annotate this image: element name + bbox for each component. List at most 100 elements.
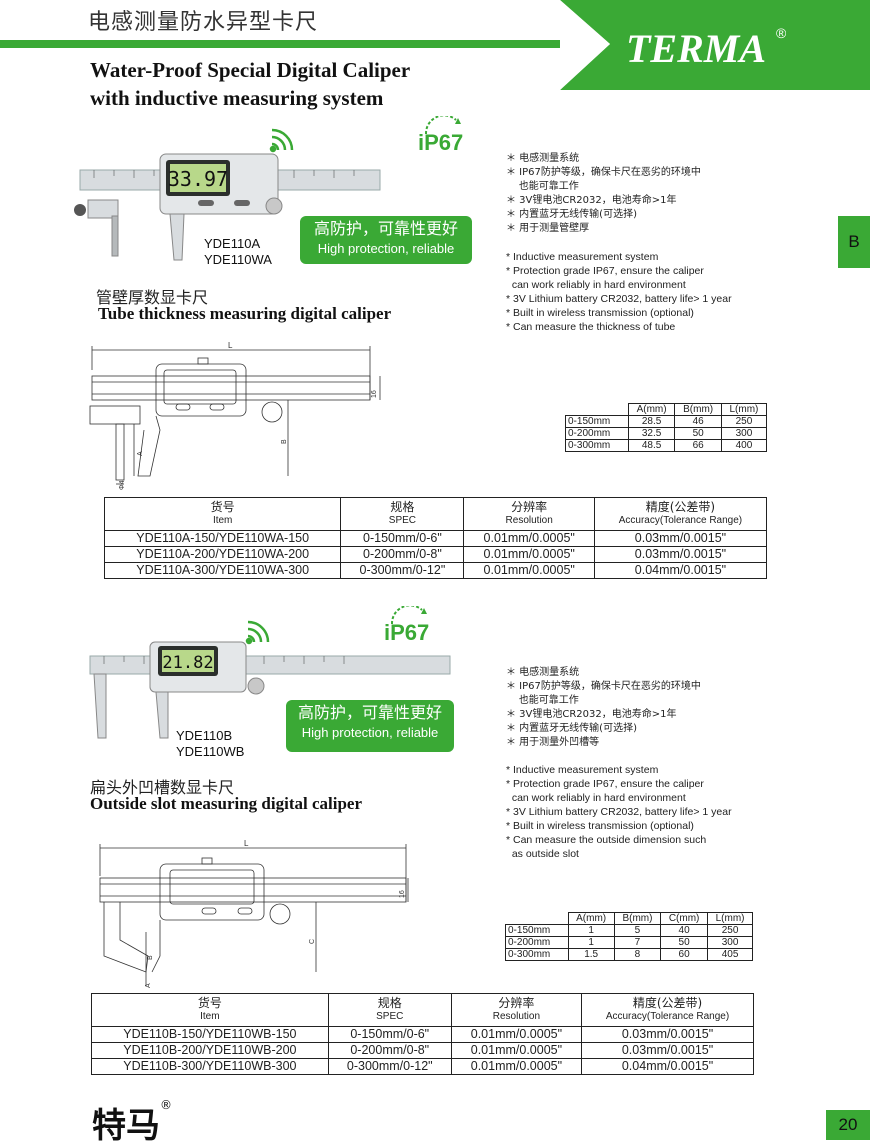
table-row: 0-200mm 32.5 50 300 xyxy=(565,427,768,440)
dim-label-a: A xyxy=(137,451,144,456)
dim-cell: 66 xyxy=(674,439,722,452)
spec-cell: 0.01mm/0.0005" xyxy=(450,1058,583,1075)
dim-header-cell: L(mm) xyxy=(707,912,753,925)
spec-cell: 0-200mm/0-8" xyxy=(340,546,465,563)
dim-cell: 0-150mm xyxy=(505,924,569,937)
model-name: YDE110B xyxy=(176,728,233,743)
footer-brand-text: 特马 xyxy=(92,1106,160,1146)
dim-label-l: L xyxy=(244,839,249,848)
footer-registered-mark: ® xyxy=(160,1098,172,1112)
spec-cell: 0.03mm/0.0015" xyxy=(581,1026,754,1043)
section-title-en: Tube thickness measuring digital caliper xyxy=(98,304,392,323)
spec-cell: YDE110B-200/YDE110WB-200 xyxy=(91,1042,329,1059)
dim-cell: 0-300mm xyxy=(565,439,629,452)
dim-header-cell: L(mm) xyxy=(720,403,768,416)
page-title-en-line1: Water-Proof Special Digital Caliper xyxy=(90,58,411,82)
dim-cell: 0-200mm xyxy=(505,936,569,949)
dim-cell: 0-300mm xyxy=(505,948,569,961)
spec-cell: 0-200mm/0-8" xyxy=(327,1042,452,1059)
table-row: YDE110B-200/YDE110WB-200 0-200mm/0-8" 0.… xyxy=(91,1042,754,1059)
dim-cell: 1 xyxy=(567,936,615,949)
spec-cell: 0.01mm/0.0005" xyxy=(463,546,595,563)
features-cn: ＊ 电感测量系统 ＊ IP67防护等级，确保卡尺在恶劣的环境中 也能可靠工作 ＊… xyxy=(506,153,701,234)
dim-cell: 0-150mm xyxy=(565,415,629,428)
terma-logo: TERMA ® xyxy=(626,24,787,72)
dim-header-cell: B(mm) xyxy=(613,912,662,925)
dim-cell: 300 xyxy=(720,427,768,440)
ip67-badge: iP67 xyxy=(418,130,464,155)
table-row: YDE110A-200/YDE110WA-200 0-200mm/0-8" 0.… xyxy=(103,546,768,563)
spec-cell: 0.01mm/0.0005" xyxy=(463,562,595,579)
spec-cell: YDE110A-200/YDE110WA-200 xyxy=(103,546,342,563)
badge-cn: 高防护，可靠性更好 xyxy=(313,219,458,238)
spec-cell: YDE110B-150/YDE110WB-150 xyxy=(91,1026,329,1043)
spec-cell: 0.04mm/0.0015" xyxy=(593,562,768,579)
badge-en: High protection, reliable xyxy=(317,241,455,256)
spec-cell: 0.01mm/0.0005" xyxy=(463,530,595,547)
dim-label-16: 16 xyxy=(399,890,406,898)
protection-badge: 高防护，可靠性更好 High protection, reliable xyxy=(300,216,472,264)
section-title-cn: 扁头外凹槽数显卡尺 xyxy=(90,778,235,797)
page-title-cn: 电感测量防水异型卡尺 xyxy=(88,10,319,35)
footer-brand: 特马® xyxy=(92,1098,172,1147)
dim-cell: 32.5 xyxy=(627,427,676,440)
spec-header-accuracy: 精度(公差带)Accuracy(Tolerance Range) xyxy=(581,993,754,1027)
spec-cell: YDE110A-150/YDE110WA-150 xyxy=(103,530,342,547)
spec-cell: 0-150mm/0-6" xyxy=(340,530,465,547)
dim-cell: 46 xyxy=(674,415,722,428)
page-number: 20 xyxy=(826,1110,870,1140)
dim-cell: 48.5 xyxy=(627,439,676,452)
table-row: YDE110B-300/YDE110WB-300 0-300mm/0-12" 0… xyxy=(91,1058,754,1075)
spec-cell: 0.01mm/0.0005" xyxy=(450,1042,583,1059)
section-title-en: Outside slot measuring digital caliper xyxy=(90,794,362,813)
lcd-readout: 21.82 xyxy=(162,653,213,673)
dimension-table-2: A(mm) B(mm) C(mm) L(mm) 0-150mm 1 5 40 2… xyxy=(505,912,753,961)
dim-cell: 250 xyxy=(707,924,753,937)
spec-cell: 0.04mm/0.0015" xyxy=(581,1058,754,1075)
dim-header-cell xyxy=(566,404,629,416)
spec-cell: 0-300mm/0-12" xyxy=(340,562,465,579)
dim-header-cell: A(mm) xyxy=(567,912,615,925)
dimension-table-1: A(mm) B(mm) L(mm) 0-150mm 28.5 46 250 0-… xyxy=(565,403,768,452)
protection-badge: 高防护，可靠性更好 High protection, reliable xyxy=(286,700,454,752)
table-row: 0-150mm 1 5 40 250 xyxy=(505,924,753,937)
dim-cell: 400 xyxy=(720,439,768,452)
dim-cell: 250 xyxy=(720,415,768,428)
dim-cell: 5 xyxy=(613,924,662,937)
dim-cell: 40 xyxy=(660,924,709,937)
dim-cell: 60 xyxy=(660,948,709,961)
dim-label-l: L xyxy=(228,341,233,350)
ip67-drop-icon xyxy=(424,116,461,135)
dim-cell: 50 xyxy=(674,427,722,440)
tube-caliper-drawing: L 16 B A Φ4 xyxy=(89,341,381,490)
spec-cell: 0-150mm/0-6" xyxy=(327,1026,452,1043)
dim-label-a: A xyxy=(145,983,152,988)
badge-en: High protection, reliable xyxy=(301,725,439,740)
model-name: YDE110WA xyxy=(204,252,272,267)
model-name: YDE110WB xyxy=(176,744,245,759)
dim-label-phi: Φ4 xyxy=(119,480,126,490)
spec-cell: 0.03mm/0.0015" xyxy=(593,530,768,547)
spec-cell: 0.03mm/0.0015" xyxy=(593,546,768,563)
dim-label-16: 16 xyxy=(371,390,378,398)
terma-logo-mark: TERMA ® xyxy=(626,25,787,71)
tube-caliper-photo: 33.97 xyxy=(74,128,381,261)
ip67-drop-icon xyxy=(390,606,427,625)
model-name: YDE110A xyxy=(204,236,261,251)
wireless-icon xyxy=(269,128,294,153)
dim-label-b: B xyxy=(147,955,154,960)
spec-cell: 0.03mm/0.0015" xyxy=(581,1042,754,1059)
dim-cell: 1.5 xyxy=(567,948,615,961)
spec-header-accuracy: 精度(公差带)Accuracy(Tolerance Range) xyxy=(593,497,768,531)
lcd-readout: 33.97 xyxy=(168,167,228,191)
